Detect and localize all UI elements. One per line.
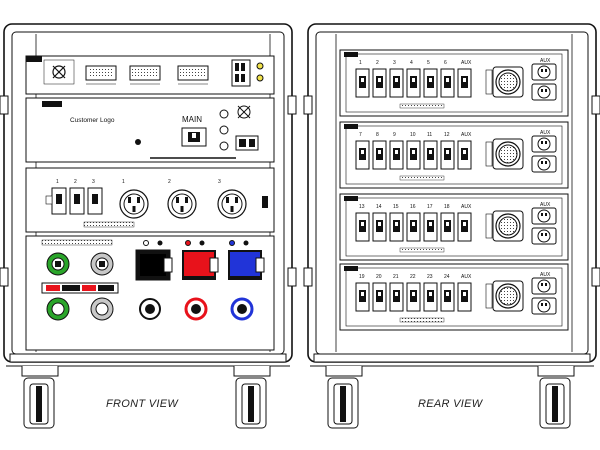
- rear-right-caster: [537, 366, 575, 429]
- rcd-device[interactable]: [235, 135, 259, 151]
- customer-logo-text: Customer Logo: [70, 117, 115, 124]
- main-breaker-switch[interactable]: [181, 127, 207, 147]
- socket-number: 1: [122, 179, 125, 185]
- circuit-number: AUX: [461, 274, 472, 280]
- circuit-number: 2: [376, 60, 379, 66]
- green-powercon-out[interactable]: [46, 297, 70, 321]
- circuit-number: 11: [427, 132, 432, 138]
- brand-stripe: [399, 317, 445, 323]
- green-powercon-in[interactable]: [46, 252, 70, 276]
- socket-3[interactable]: 3: [217, 179, 247, 219]
- aux-label: AUX: [540, 272, 551, 278]
- socket-1[interactable]: 1: [119, 179, 149, 219]
- brand-stripe-2: [41, 239, 113, 246]
- circuit-number: 13: [359, 204, 365, 210]
- mcb-number: 3: [92, 179, 95, 185]
- circuit-number: 22: [410, 274, 416, 280]
- circuit-number: 10: [410, 132, 416, 138]
- front-left-caster: [21, 366, 59, 429]
- blue-powerlock[interactable]: [230, 297, 254, 321]
- circuit-number: AUX: [461, 204, 472, 210]
- rear-distro-row: 13 14 15 16 17 18 AUX AUX: [339, 193, 569, 261]
- brand-stripe: [399, 175, 445, 181]
- main-label: MAIN: [182, 115, 202, 124]
- pilot-lamp-2: [219, 125, 229, 135]
- circuit-number: 1: [359, 60, 362, 66]
- circuit-number: 18: [444, 204, 450, 210]
- circuit-number: 23: [427, 274, 433, 280]
- aux-label: AUX: [540, 130, 551, 136]
- circuit-number: 20: [376, 274, 382, 280]
- socket-2[interactable]: 2: [167, 179, 197, 219]
- circuit-number: 16: [410, 204, 416, 210]
- grey-powercon-out[interactable]: [90, 297, 114, 321]
- mcb-group: 1 2 3: [45, 179, 103, 215]
- circuit-number: AUX: [461, 132, 472, 138]
- circuit-number: 12: [444, 132, 450, 138]
- voltmeter-3: [177, 65, 209, 85]
- brand-logo-icon: [52, 65, 66, 79]
- circuit-number: 5: [427, 60, 430, 66]
- circuit-number: 19: [359, 274, 365, 280]
- socket-panel-fuse: [262, 196, 268, 208]
- circuit-number: 24: [444, 274, 450, 280]
- pilot-lamp-3: [219, 141, 229, 151]
- aux-label: AUX: [540, 58, 551, 64]
- rear-distro-row: 7 8 9 10 11 12 AUX AUX: [339, 121, 569, 189]
- mcb-number: 2: [74, 179, 77, 185]
- meter-panel: [25, 55, 275, 95]
- socket-number: 2: [168, 179, 171, 185]
- front-left-handle: [0, 95, 9, 115]
- socket-panel: 1 2 3 1 2: [25, 167, 275, 233]
- rear-left-caster: [325, 366, 363, 429]
- pilot-lamp-1: [219, 109, 229, 119]
- circuit-number: 3: [393, 60, 396, 66]
- panel-hole: [135, 139, 141, 145]
- indicator-lamp-1: [256, 62, 264, 70]
- front-right-caster: [233, 366, 271, 429]
- front-right-handle-low: [287, 267, 297, 287]
- indicator-lamp-2: [256, 74, 264, 82]
- circuit-number: 6: [444, 60, 447, 66]
- circuit-number: 9: [393, 132, 396, 138]
- circuit-number: 14: [376, 204, 382, 210]
- rear-view-caption: REAR VIEW: [418, 398, 483, 410]
- red-powerlock[interactable]: [184, 297, 208, 321]
- rear-base: [313, 353, 591, 363]
- brand-stripe: [399, 247, 445, 253]
- brand-logo-icon-2: [237, 105, 251, 119]
- circuit-number: 8: [376, 132, 379, 138]
- circuit-number: 7: [359, 132, 362, 138]
- black-phase-cover[interactable]: [135, 249, 173, 281]
- front-view-caption: FRONT VIEW: [106, 398, 179, 410]
- main-breaker-panel: Customer Logo MAIN: [25, 97, 275, 163]
- circuit-number: 21: [393, 274, 399, 280]
- rear-distro-row: 19 20 21 22 23 24 AUX AUX: [339, 263, 569, 331]
- brand-stripe: [399, 103, 445, 109]
- circuit-number: 4: [410, 60, 413, 66]
- grey-powercon-in[interactable]: [90, 252, 114, 276]
- black-powerlock[interactable]: [139, 298, 161, 320]
- circuit-number: AUX: [461, 60, 472, 66]
- mcb-number: 1: [56, 179, 59, 185]
- socket-number: 3: [218, 179, 221, 185]
- brand-stripe: [83, 221, 135, 228]
- front-right-handle: [287, 95, 297, 115]
- voltmeter-2: [129, 65, 161, 85]
- circuit-number: 15: [393, 204, 399, 210]
- aux-label: AUX: [540, 202, 551, 208]
- connector-panel: [25, 235, 275, 351]
- blue-phase-cover[interactable]: [228, 250, 265, 280]
- circuit-number: 17: [427, 204, 433, 210]
- red-warning-strip: [41, 282, 119, 294]
- front-left-handle-low: [0, 267, 9, 287]
- phase-indicator: [231, 59, 251, 87]
- rear-distro-row: 1 2 3 4 5 6 AUX AUX: [339, 49, 569, 117]
- front-base: [9, 353, 287, 363]
- red-phase-cover[interactable]: [182, 250, 219, 280]
- front-rack: Customer Logo MAIN: [0, 23, 297, 367]
- voltmeter-1: [85, 65, 117, 85]
